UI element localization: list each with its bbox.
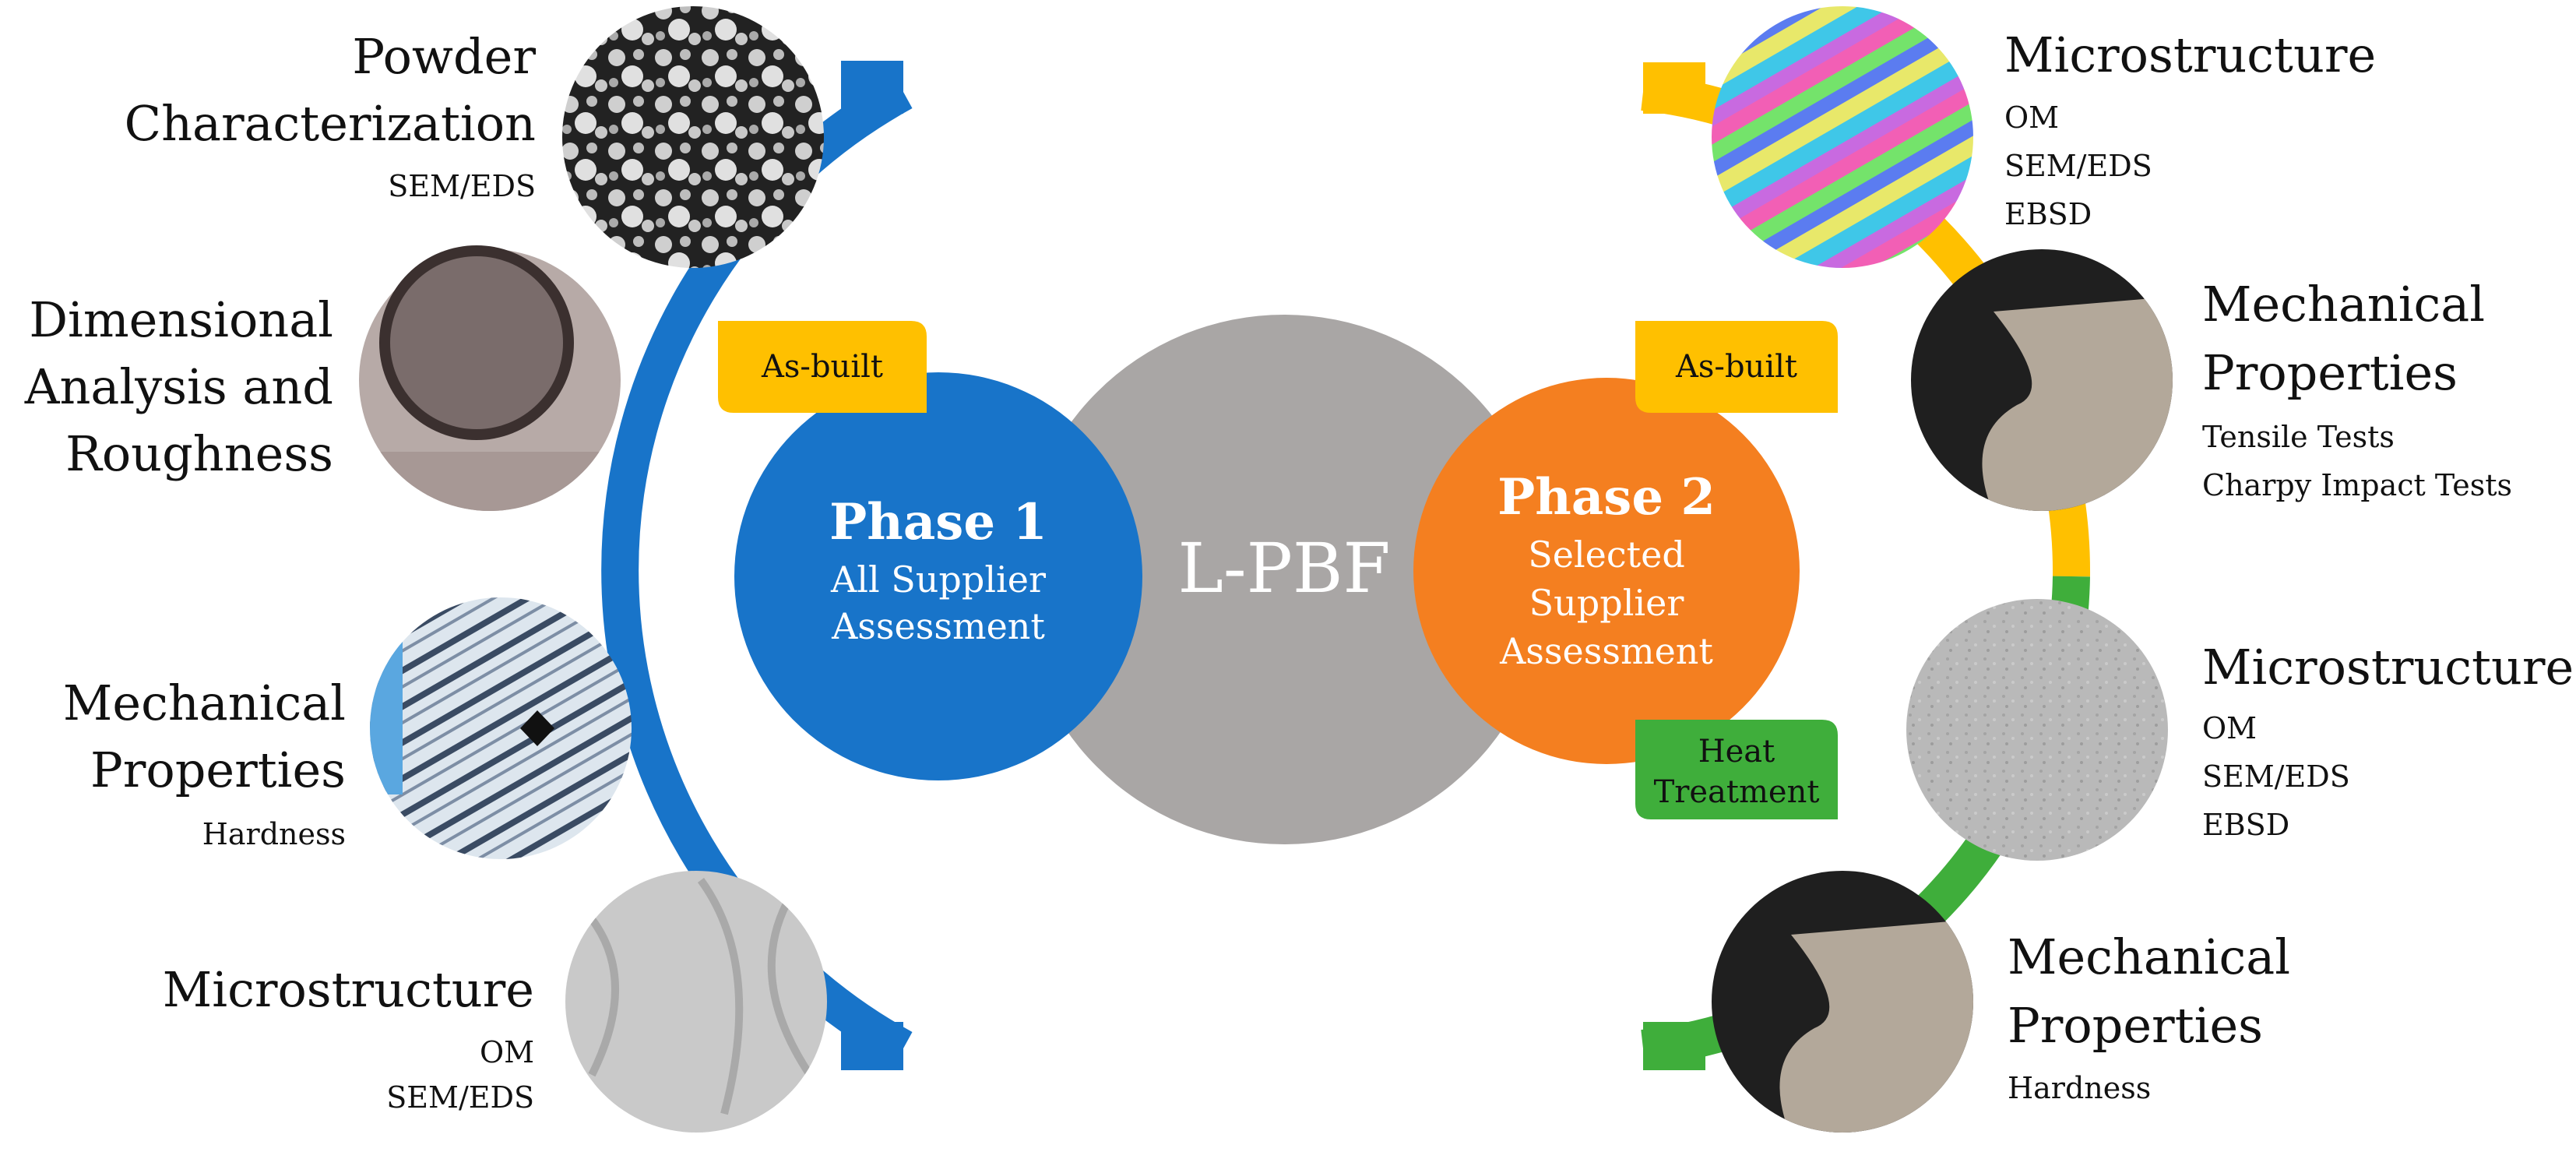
svg-text:SEM/EDS: SEM/EDS (2004, 149, 2152, 183)
left-item-dimensional-label: Dimensional Analysis and Roughness (24, 291, 333, 482)
svg-text:As-built: As-built (761, 349, 883, 385)
right-item-mechanical-asbuilt-label: Mechanical Properties Tensile Tests Char… (2202, 276, 2512, 502)
phase1-asbuilt-tag: As-built (718, 321, 927, 413)
microstructure-gray-image (565, 871, 827, 1133)
svg-text:EBSD: EBSD (2004, 197, 2092, 231)
svg-text:Hardness: Hardness (2008, 1071, 2151, 1105)
left-item-microstructure-label: Microstructure OM SEM/EDS (163, 961, 534, 1115)
hardness-indent-image (370, 597, 632, 859)
svg-text:SEM/EDS: SEM/EDS (386, 1080, 534, 1115)
svg-text:EBSD: EBSD (2202, 808, 2289, 842)
svg-text:Mechanical: Mechanical (2008, 928, 2290, 985)
center-label: L-PBF (1177, 528, 1390, 608)
phase1-title: Phase 1 (829, 493, 1047, 551)
svg-text:Heat: Heat (1698, 734, 1775, 770)
svg-text:Properties: Properties (2202, 344, 2458, 401)
svg-text:Properties: Properties (2008, 997, 2263, 1054)
center-circle (1019, 315, 1549, 844)
right-item-microstructure-heat-label: Microstructure OM SEM/EDS EBSD (2202, 639, 2574, 842)
svg-text:Microstructure: Microstructure (2004, 26, 2376, 83)
left-item-hardness-label: Mechanical Properties Hardness (63, 675, 346, 851)
svg-text:Charpy Impact Tests: Charpy Impact Tests (2202, 468, 2512, 502)
right-item-microstructure-asbuilt-label: Microstructure OM SEM/EDS EBSD (2004, 26, 2376, 231)
phase2-line1: Selected (1528, 534, 1685, 576)
right-item-mechanical-heat-label: Mechanical Properties Hardness (2008, 928, 2290, 1105)
svg-text:SEM/EDS: SEM/EDS (2202, 759, 2350, 794)
svg-text:Hardness: Hardness (202, 817, 346, 851)
svg-text:As-built: As-built (1675, 349, 1797, 385)
left-arc-bottom-end (841, 1022, 903, 1070)
dimensional-sample-image (359, 245, 621, 511)
svg-text:Properties: Properties (90, 742, 346, 798)
phase2-asbuilt-tag: As-built (1635, 321, 1838, 413)
left-item-powder-label: Powder Characterization SEM/EDS (125, 28, 537, 203)
phase2-line3: Assessment (1499, 630, 1713, 672)
left-arc-top-end (841, 61, 903, 114)
phase2-heat-treatment-tag: Heat Treatment (1635, 720, 1838, 819)
phase1-line2: Assessment (831, 605, 1045, 647)
svg-text:Dimensional: Dimensional (29, 291, 333, 348)
microstructure-heat-treated-image (1906, 599, 2168, 861)
hardness-specimen-image (1712, 871, 1973, 1133)
svg-text:Analysis and: Analysis and (24, 358, 333, 415)
phase2-title: Phase 2 (1497, 468, 1716, 527)
phase2-line2: Supplier (1529, 582, 1684, 624)
right-arc-bottom-end (1643, 1022, 1705, 1070)
svg-text:OM: OM (480, 1035, 534, 1069)
svg-text:Characterization: Characterization (125, 95, 536, 152)
svg-text:SEM/EDS: SEM/EDS (388, 169, 536, 203)
svg-text:OM: OM (2202, 711, 2257, 745)
svg-text:OM: OM (2004, 100, 2059, 135)
svg-text:Mechanical: Mechanical (63, 675, 346, 731)
sem-powder-image (562, 6, 824, 268)
phase2-circle (1413, 378, 1800, 764)
charpy-specimen-image (1911, 249, 2173, 511)
svg-text:Powder: Powder (352, 28, 536, 85)
svg-text:Treatment: Treatment (1654, 774, 1820, 810)
svg-text:Tensile Tests: Tensile Tests (2202, 420, 2395, 454)
svg-text:Mechanical: Mechanical (2202, 276, 2485, 333)
svg-text:Microstructure: Microstructure (163, 961, 534, 1018)
right-arc-top-end (1643, 62, 1705, 114)
svg-text:Microstructure: Microstructure (2202, 639, 2574, 696)
ebsd-map-image (1712, 6, 1973, 268)
svg-text:Roughness: Roughness (65, 425, 333, 482)
phase1-line1: All Supplier (830, 558, 1046, 601)
phase1-circle (734, 372, 1142, 780)
